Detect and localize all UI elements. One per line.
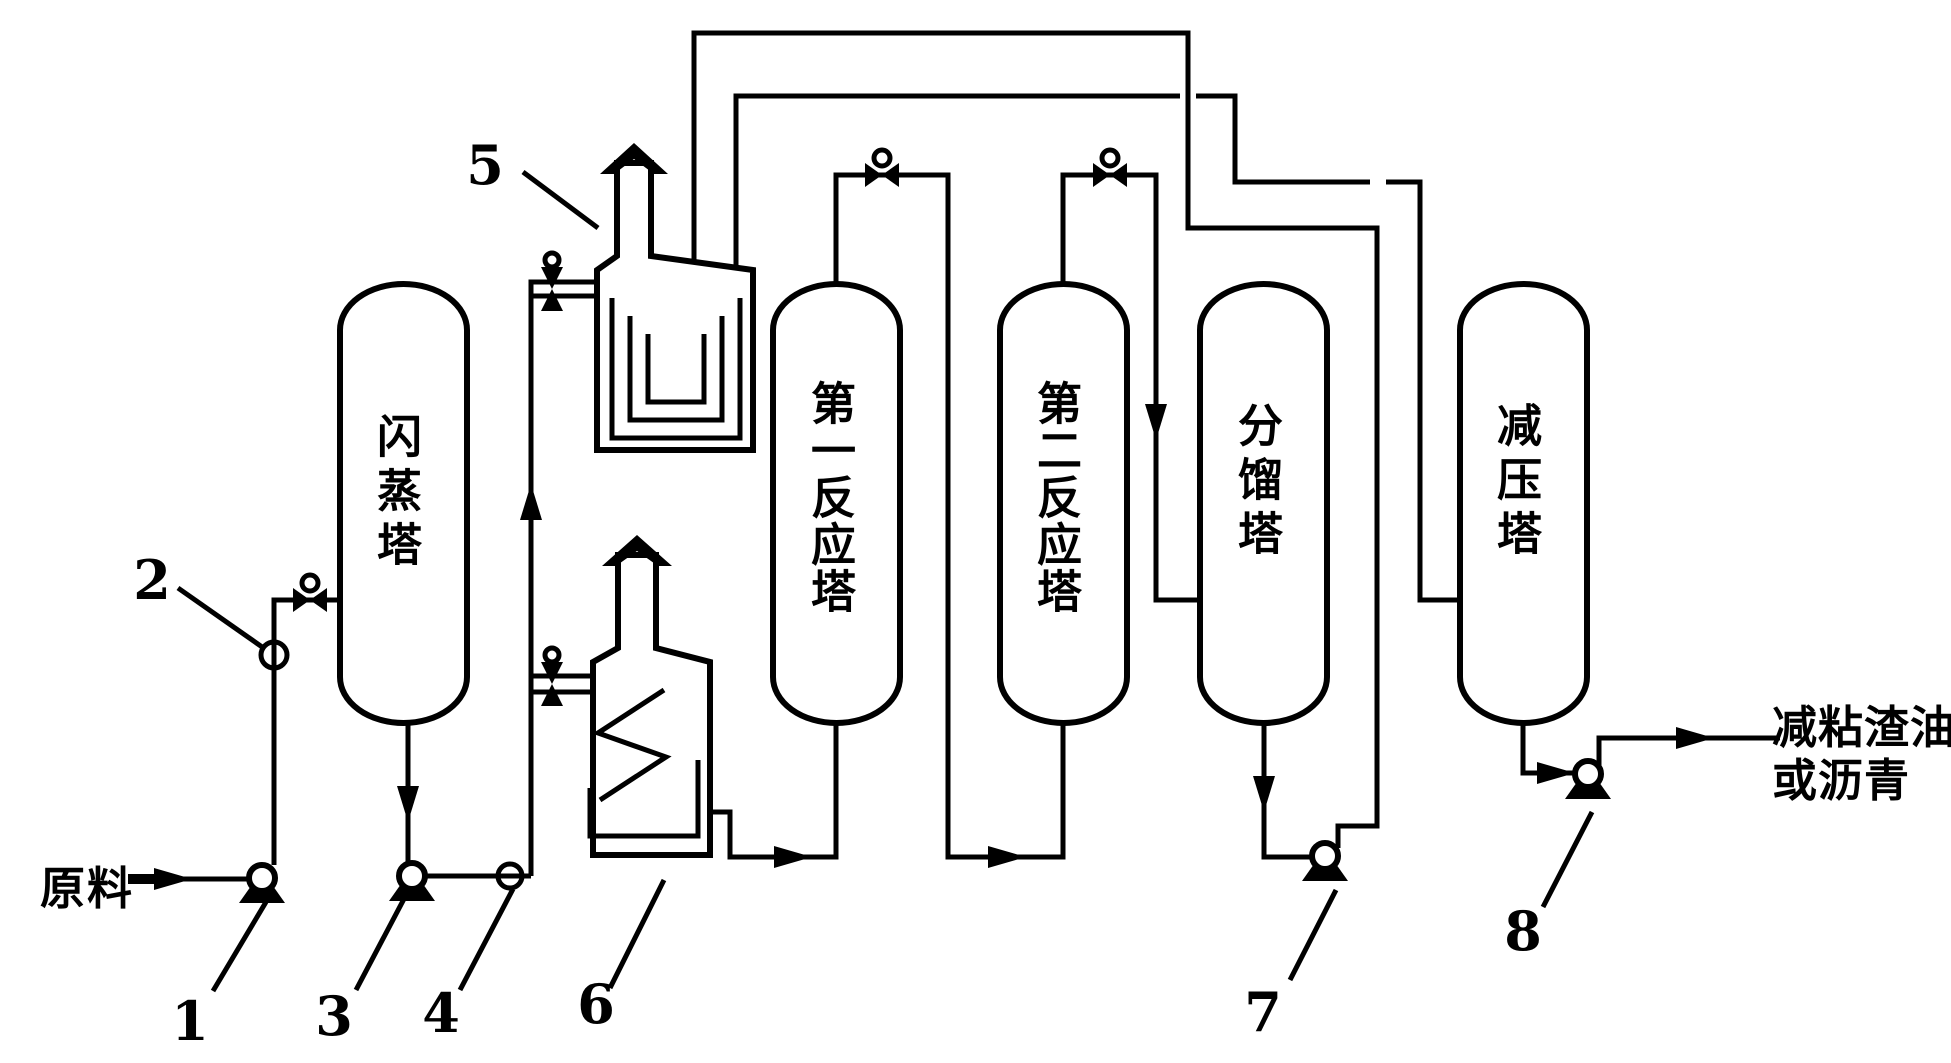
- pump8-icon: [1565, 758, 1611, 799]
- reactor2-overhead-valve-icon: [1093, 147, 1127, 187]
- towers: [337, 281, 1590, 726]
- feed-arrow-icon: [154, 868, 192, 890]
- leader-5: [521, 169, 600, 231]
- valves: [258, 147, 1127, 891]
- furnace5-to-vacuum-pipe: [733, 93, 1460, 603]
- furnace5-inlet-valve-icon: [541, 250, 563, 311]
- leader-3: [353, 895, 408, 992]
- furnace6-flue-arrow-icon: [602, 535, 672, 566]
- pump3-icon: [389, 860, 435, 901]
- furnace5-flue-arrow-icon: [600, 143, 668, 174]
- leader-4: [457, 887, 516, 992]
- equipment-number-8: 8: [1504, 899, 1542, 963]
- reactor1-overhead-valve-icon: [865, 147, 899, 187]
- reactor2-outlet-arrow-icon: [1145, 404, 1167, 440]
- equipment-number-6: 6: [577, 972, 615, 1036]
- leader-lines: [176, 169, 1595, 993]
- leader-1: [210, 900, 269, 993]
- equipment-number-4: 4: [422, 981, 460, 1045]
- second-reaction-tower-shape: [997, 281, 1130, 726]
- furnace6-to-reactor1-arrow-icon: [774, 846, 812, 868]
- product-pipe: [1596, 735, 1780, 765]
- leader-2: [176, 585, 267, 652]
- furnace5-coil: [609, 298, 743, 441]
- feed-arrow-tail: [128, 874, 158, 884]
- furnace-6: [587, 535, 713, 858]
- equipment-number-3: 3: [315, 984, 353, 1048]
- first-reaction-tower-shape: [770, 281, 903, 726]
- fractionator-bottoms-pipe: [1261, 723, 1313, 860]
- fractionator-bottoms-arrow-icon: [1253, 776, 1275, 812]
- equipment-number-2: 2: [133, 548, 171, 612]
- fractionation-tower-shape: [1197, 281, 1330, 726]
- flash-inlet-pipe: [271, 597, 340, 865]
- product-label-line2: 或沥青: [1772, 754, 1911, 807]
- flow-arrows: [128, 404, 1714, 890]
- product-label-line1: 减粘渣油: [1772, 701, 1951, 754]
- furnace-5: [594, 143, 756, 453]
- pump7-to-furnace5-pipe: [691, 30, 1380, 848]
- furnace6-outlet-pipe: [710, 723, 839, 860]
- flash-inlet-valve-icon: [293, 572, 327, 612]
- pumps: [239, 758, 1611, 903]
- pump7-icon: [1302, 840, 1348, 881]
- leader-8: [1540, 810, 1595, 909]
- riser-up-arrow-icon: [520, 484, 542, 520]
- pump1-icon: [239, 862, 285, 903]
- equipment-number-7: 7: [1244, 980, 1282, 1044]
- vacuum-bottoms-pipe: [1520, 723, 1577, 776]
- equipment-number-1: 1: [171, 989, 209, 1053]
- product-arrow-icon: [1676, 727, 1714, 749]
- product-label: 减粘渣油 或沥青: [1772, 701, 1951, 807]
- furnace6-outline: [590, 552, 713, 858]
- riser-pipe: [528, 279, 597, 876]
- flash-tower-label: 闪蒸塔: [369, 413, 422, 575]
- valve4-circle-icon: [495, 861, 525, 891]
- furnace6-inlet-valve-icon: [541, 645, 563, 706]
- leader-6: [607, 878, 667, 990]
- flash-bottoms-arrow-icon: [397, 786, 419, 822]
- fractionation-tower-label: 分馏塔: [1230, 402, 1283, 564]
- piping: [128, 30, 1780, 882]
- vacuum-tower-shape: [1457, 281, 1590, 726]
- equipment-number-5: 5: [466, 133, 504, 197]
- second-reaction-tower-label: 第二反应塔: [1029, 380, 1082, 615]
- feed-label: 原料: [40, 862, 135, 915]
- vacuum-tower-label: 减压塔: [1489, 402, 1542, 564]
- reactor1-overhead-pipe: [833, 172, 1066, 860]
- furnace6-coil: [587, 687, 701, 839]
- flash-tower-shape: [337, 281, 470, 726]
- leader-7: [1287, 888, 1339, 982]
- reactor1-to-reactor2-arrow-icon: [988, 846, 1026, 868]
- reactor2-overhead-pipe: [1060, 172, 1200, 603]
- furnace5-outline: [594, 160, 756, 453]
- first-reaction-tower-label: 第一反应塔: [803, 380, 856, 615]
- vacuum-to-pump8-arrow-icon: [1537, 762, 1575, 784]
- instrument2-circle-icon: [258, 639, 290, 671]
